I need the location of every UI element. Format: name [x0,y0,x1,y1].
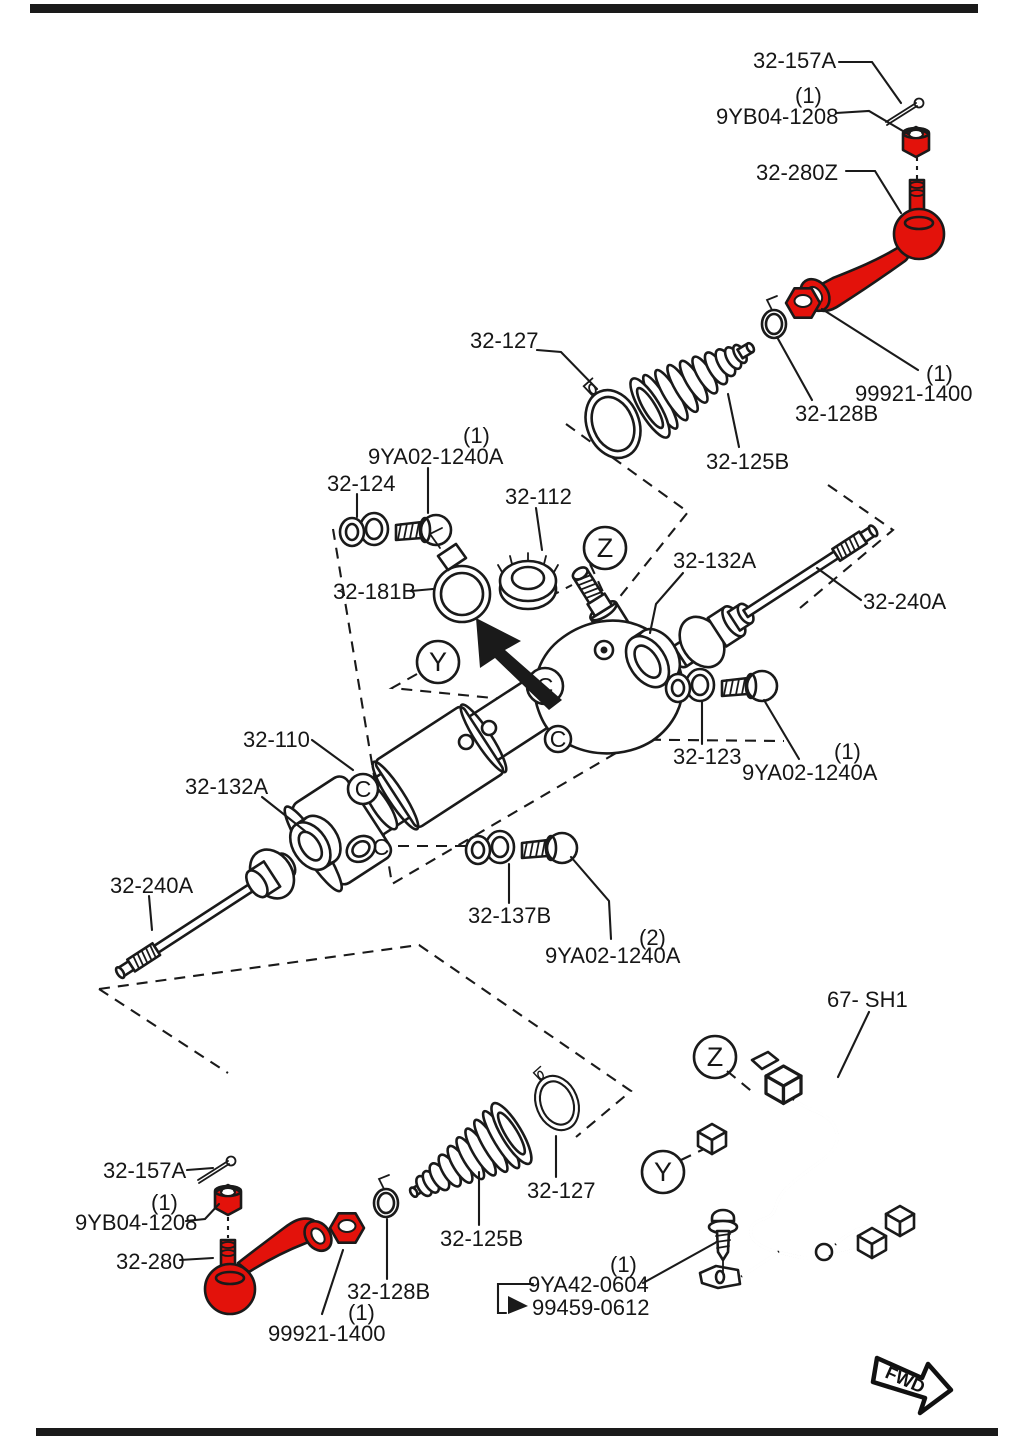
label-screw-qty: (1) [610,1252,637,1277]
wiring-harness [696,1050,916,1290]
view-y-upper: Y [429,647,447,677]
label-bolt-c: 9YA02-1240A [545,943,681,968]
label-bolt-b: 9YA02-1240A [742,760,878,785]
center-mark: C [373,834,390,860]
bottom-frame-bar [36,1428,998,1436]
boot-lower [372,1057,588,1219]
label-clamp-181b: 32-181B [333,579,416,604]
motor-bolt-icon [480,719,498,737]
view-z-upper: Z [597,533,614,563]
label-bolt-a: 9YA02-1240A [368,444,504,469]
label-lock-nut-upper-qty: (1) [926,361,953,386]
label-lock-nut-lower-qty: (1) [348,1300,375,1325]
outer-tie-rod-end-lower [197,1155,366,1316]
label-lock-nut-lower: 99921-1400 [268,1321,385,1346]
label-nut-upper: 9YB04-1208 [716,104,838,129]
center-mark: C [550,726,567,752]
lock-nut-upper [784,286,822,320]
view-markers: Z Y Z Y [415,525,738,1195]
label-washer-a: 32-124 [327,471,396,496]
lock-nut-lower [328,1212,366,1244]
boot-clamp-small-lower [372,1173,400,1219]
pointer-arrow-icon [476,618,562,710]
label-clamp-small-upper: 32-128B [795,401,878,426]
washer-bolt-set-32-137B [464,829,579,866]
label-bolt-a-qty: (1) [463,423,490,448]
label-boot-lower: 32-125B [440,1226,523,1251]
connector-icon [856,1226,888,1260]
castle-nut-lower [213,1183,243,1217]
ground-screw [707,1208,739,1275]
connector-flap [750,1050,780,1071]
label-washer-c: 32-137B [468,903,551,928]
boot-clamp-small-upper [760,294,788,340]
label-seal-right: 32-132A [673,548,757,573]
connector-icon [696,1122,728,1156]
label-washer-b: 32-123 [673,744,742,769]
leader-lines [147,60,920,1316]
alt-arrow-icon [508,1296,528,1314]
view-y-lower: Y [654,1157,672,1187]
label-clamp-large-upper: 32-127 [470,328,539,353]
label-nut-lower: 9YB04-1208 [75,1210,197,1235]
label-clamp-small-lower: 32-128B [347,1279,430,1304]
label-shaft-right: 32-240A [863,589,947,614]
top-frame-bar [30,4,978,13]
label-cotter-upper: 32-157A [753,48,837,73]
label-boot-upper: 32-125B [706,449,789,474]
label-screw-alt: 99459-0612 [532,1295,649,1320]
label-cotter-lower: 32-157A [103,1158,187,1183]
boot-upper [568,294,788,468]
connector-icon [884,1204,916,1238]
cotter-pin-upper [885,97,925,126]
label-bolt-c-qty: (2) [639,925,666,950]
label-tie-rod-end-lower: 32-280 [116,1249,185,1274]
center-mark: C [355,776,372,802]
label-housing: 32-110 [243,727,310,752]
label-screw: 9YA42-0604 [528,1272,649,1297]
label-harness: 67- SH1 [827,987,908,1012]
alt-part-bracket [496,1282,535,1315]
mount-boss [346,772,380,806]
outer-tie-rod-end-upper [784,97,946,320]
seal-ring-right [624,627,682,689]
boot-clamp-large-lower [521,1057,588,1138]
pinion-cap [497,552,559,611]
label-tie-rod-end-upper: 32-280Z [756,160,838,185]
dashed-group-lines [98,157,919,1238]
castle-nut-upper [901,125,931,159]
label-seal-left: 32-132A [185,774,269,799]
label-clamp-large-lower: 32-127 [527,1178,596,1203]
label-shaft-left: 32-240A [110,873,194,898]
band-clamp-32-181B [428,527,492,624]
fwd-direction-arrow: FWD [870,1355,954,1416]
label-cap: 32-112 [505,484,572,509]
part-labels: 32-157A (1) 9YB04-1208 32-280Z 32-127 (1… [75,48,972,1346]
inner-tie-rod-left [114,848,297,980]
label-bolt-b-qty: (1) [834,739,861,764]
label-lock-nut-upper: 99921-1400 [855,381,972,406]
seal-ring-left [288,814,342,872]
mount-boss [543,724,573,754]
label-nut-upper-qty: (1) [795,83,822,108]
label-nut-lower-qty: (1) [151,1190,178,1215]
view-z-lower: Z [707,1042,724,1072]
motor-bolt-icon [457,733,475,751]
inner-tie-rod-right [669,524,879,669]
connector-icon [764,1064,803,1106]
washer-bolt-set-32-123 [664,667,779,704]
